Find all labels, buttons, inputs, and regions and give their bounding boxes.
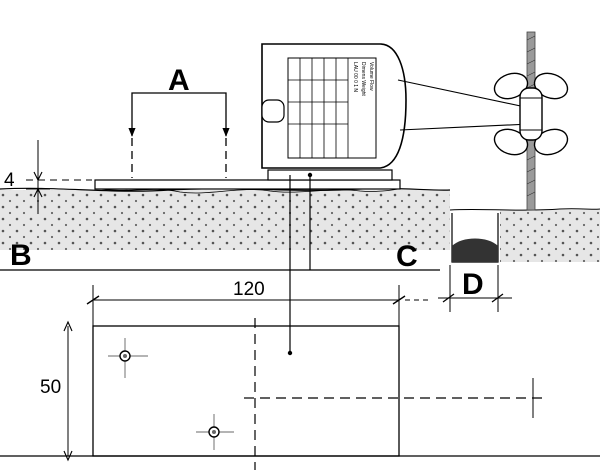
- gravel-bed: [452, 238, 498, 262]
- reference-point-c: [307, 172, 313, 178]
- plate-line-2: Dimens Weight: [360, 62, 366, 96]
- thickness-dimension: [26, 140, 92, 212]
- dimension-thickness: 4: [4, 170, 15, 191]
- plate-line-1: LAU 00 0 1 N: [352, 62, 358, 92]
- wall-pole-hatching: [526, 35, 536, 197]
- pedestal-underside: [99, 188, 401, 194]
- ground-surface-line-right: [449, 208, 600, 211]
- unit-grille-bars: [288, 58, 349, 158]
- unit-grille: [287, 57, 377, 159]
- air-conditioner-unit-icon: LAU 00 0 1 N Dimens Weight Volume Flow: [261, 43, 407, 169]
- unit-handle: [261, 99, 285, 123]
- dimension-depth: 50: [40, 377, 61, 398]
- label-d: D: [462, 268, 484, 301]
- plate-line-3: Volume Flow: [368, 62, 374, 91]
- plan-footprint: [92, 325, 400, 457]
- anchor-bolt-icon: [108, 338, 148, 378]
- pedestal-slab: [94, 179, 401, 190]
- soil-texture: [0, 190, 600, 262]
- ground: [0, 187, 600, 263]
- plan-view: [0, 175, 600, 470]
- pit-width-dimension: [438, 265, 512, 312]
- wall-fan-icon: [493, 72, 569, 156]
- anchor-bolt-icon: [196, 414, 234, 450]
- label-a: A: [168, 64, 190, 97]
- dimension-width: 120: [233, 279, 265, 300]
- label-b: B: [10, 239, 32, 272]
- unit-rating-plate: LAU 00 0 1 N Dimens Weight Volume Flow: [352, 62, 374, 96]
- clearance-a-marker: [128, 92, 230, 178]
- airflow-cone: [397, 79, 531, 131]
- concrete-pedestal: [94, 169, 401, 194]
- unit-base-feet: [267, 169, 393, 181]
- label-c: C: [396, 240, 418, 273]
